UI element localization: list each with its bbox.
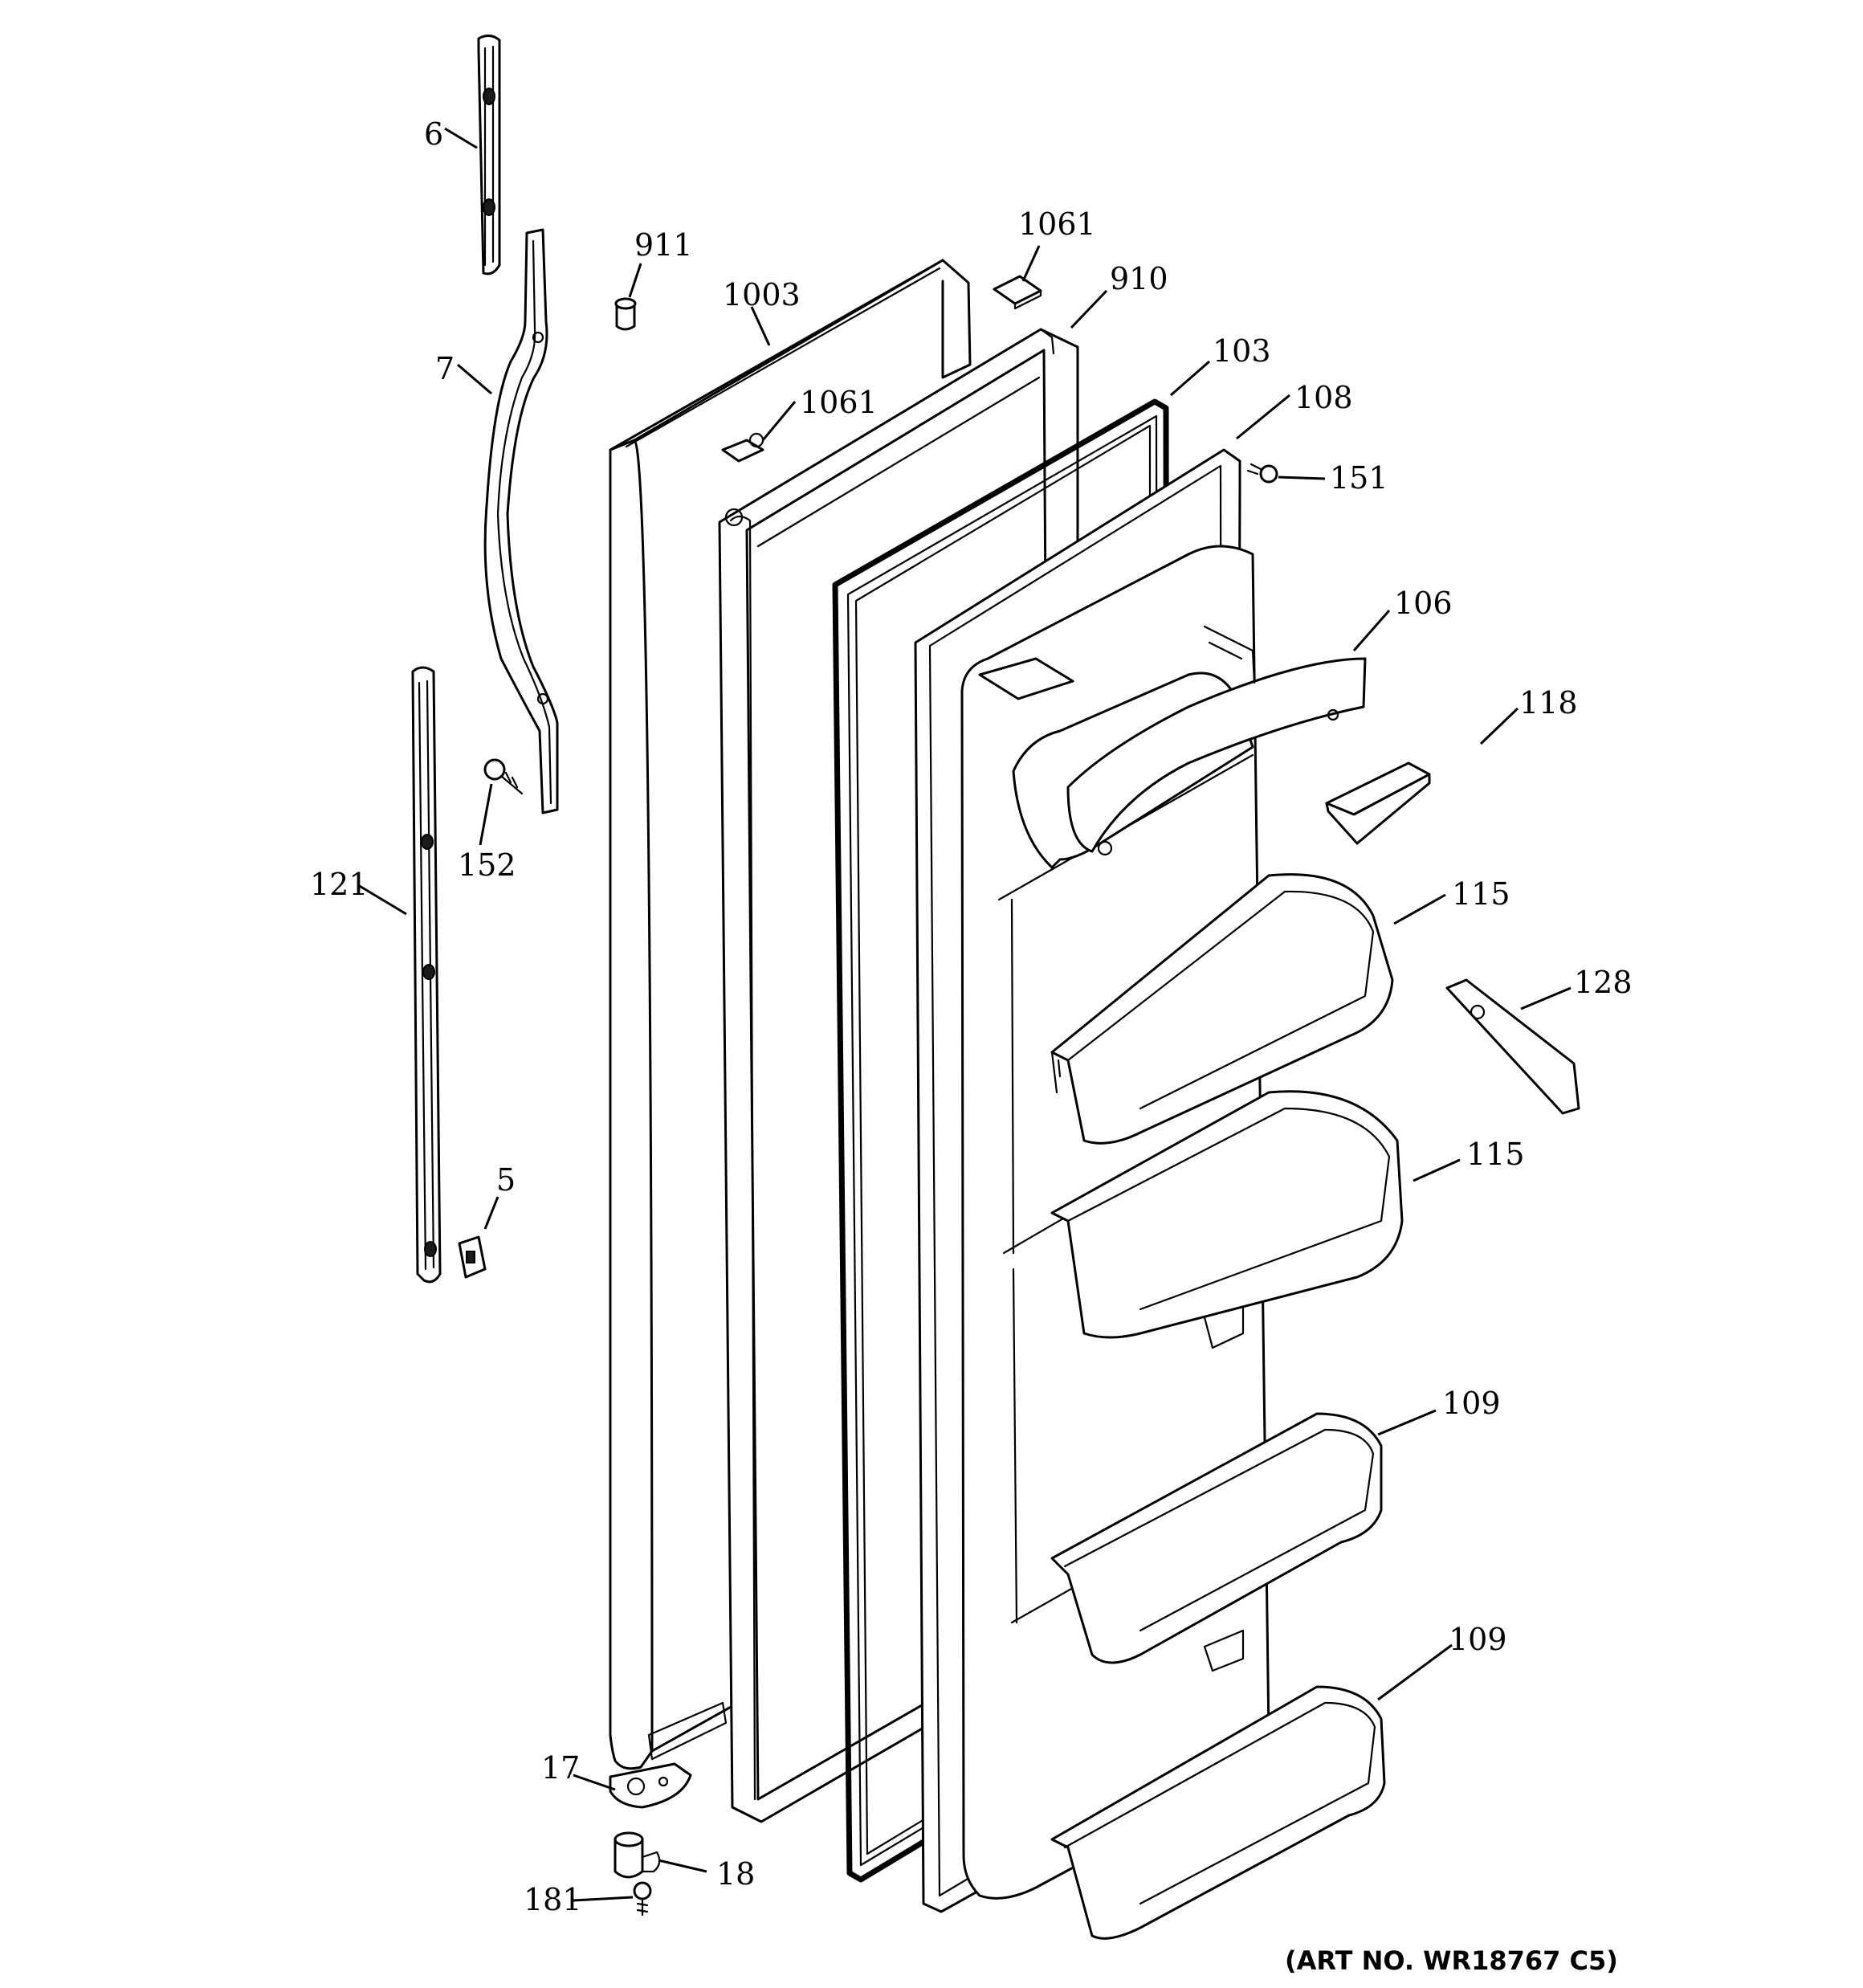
part-181-screw bbox=[633, 1881, 652, 1917]
callout-910: 910 bbox=[1110, 261, 1168, 296]
part-1003-outer-door bbox=[609, 259, 972, 1770]
callout-118: 118 bbox=[1519, 685, 1578, 720]
callout-152: 152 bbox=[458, 847, 516, 883]
part-128-bracket bbox=[1445, 978, 1580, 1115]
part-118-tray bbox=[1325, 761, 1431, 845]
art-number: (ART NO. WR18767 C5) bbox=[1285, 1945, 1618, 1976]
part-5-clip bbox=[458, 1235, 487, 1279]
part-7-door-handle bbox=[483, 228, 559, 814]
part-106-dairy-door bbox=[1012, 625, 1367, 869]
callout-115-middle: 115 bbox=[1466, 1137, 1525, 1172]
part-18-hinge-pin bbox=[614, 1831, 661, 1879]
callout-103: 103 bbox=[1213, 333, 1271, 369]
callout-911: 911 bbox=[634, 227, 693, 263]
leader-lines bbox=[357, 127, 1572, 1902]
part-17-hinge bbox=[609, 1762, 692, 1809]
callout-128: 128 bbox=[1574, 965, 1633, 1000]
callout-115-upper: 115 bbox=[1452, 876, 1510, 912]
callout-108: 108 bbox=[1294, 380, 1353, 415]
part-115-upper-door-bin bbox=[1050, 873, 1394, 1145]
part-151-screw bbox=[1246, 463, 1278, 484]
part-115-middle-door-bin bbox=[1050, 1090, 1404, 1339]
callout-1061-lower: 1061 bbox=[800, 385, 878, 420]
callout-1003: 1003 bbox=[723, 277, 801, 312]
callout-labels: 6 7 121 152 5 911 1003 1061 1061 910 103… bbox=[310, 116, 1633, 1917]
callout-106: 106 bbox=[1394, 586, 1453, 621]
callout-181: 181 bbox=[524, 1882, 582, 1917]
callout-17: 17 bbox=[541, 1750, 580, 1786]
callout-7: 7 bbox=[435, 351, 455, 386]
callout-109-upper: 109 bbox=[1442, 1386, 1501, 1421]
part-1061-lower-clip bbox=[721, 432, 764, 463]
part-1061-top-clip bbox=[993, 275, 1042, 310]
part-121-side-trim bbox=[411, 666, 442, 1284]
part-109-upper-lower-bin bbox=[1050, 1412, 1383, 1664]
callout-109-lower: 109 bbox=[1449, 1622, 1507, 1657]
part-6-handle-trim bbox=[477, 35, 501, 276]
callout-121: 121 bbox=[310, 867, 369, 902]
callout-151: 151 bbox=[1330, 460, 1388, 496]
part-109-lowest-bin bbox=[1050, 1685, 1386, 1940]
callout-1061-top: 1061 bbox=[1018, 206, 1096, 242]
callout-5: 5 bbox=[496, 1162, 516, 1198]
part-911-plug bbox=[614, 297, 637, 331]
callout-6: 6 bbox=[424, 116, 443, 152]
callout-18: 18 bbox=[716, 1856, 755, 1892]
part-152-screw bbox=[483, 758, 524, 795]
